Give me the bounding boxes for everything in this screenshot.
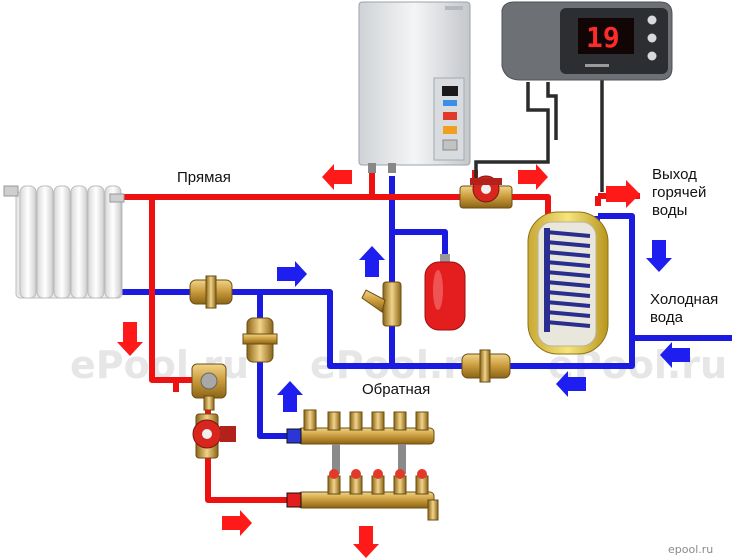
y-strainer [361, 281, 402, 327]
check-valve-bypass [242, 317, 278, 363]
arrow-down-cold-icon [646, 240, 672, 272]
thermostat-set-button [647, 33, 657, 43]
arrow-up-bypass-icon [277, 381, 303, 412]
label-hot-out-2: горячей [652, 184, 706, 201]
thermostat-display-value: 19 [586, 21, 620, 54]
arrow-right-hot-icon [606, 180, 640, 208]
label-return: Обратная [362, 381, 430, 398]
thermostat-up-button [647, 15, 657, 25]
label-hot-out-3: воды [652, 202, 687, 219]
radiator [3, 185, 125, 299]
arrow-right-supply-icon [518, 164, 548, 190]
arrow-down-left-icon [117, 322, 143, 356]
dhw-storage-tank [527, 211, 609, 355]
manifold-supply [286, 469, 439, 521]
label-hot-out-1: Выход [652, 166, 697, 183]
check-valve-return [189, 275, 233, 309]
arrow-down-floor-icon [353, 526, 379, 558]
manifold-return [286, 409, 435, 474]
arrow-right-return-icon [277, 261, 307, 287]
thermostat-down-button [647, 51, 657, 61]
flow-arrows [117, 164, 690, 558]
thermostat: 19 [501, 1, 673, 81]
label-cold-in-2: вода [650, 309, 684, 326]
circulation-pump-top [459, 175, 513, 209]
arrow-left-return-icon [556, 371, 586, 397]
thermostat-display [578, 18, 634, 54]
arrow-up-return-icon [359, 246, 385, 277]
mixing-valve [191, 363, 227, 411]
label-supply: Прямая [177, 169, 231, 186]
watermark-corner: epool.ru [668, 543, 713, 556]
arrow-left-cold-icon [660, 342, 690, 368]
circulation-pump-floor [192, 413, 236, 459]
check-valve-return-main [461, 349, 511, 383]
electric-boiler [358, 1, 471, 173]
arrow-left-supply-icon [322, 164, 352, 190]
label-cold-in-1: Холодная [650, 291, 718, 308]
arrow-right-floor-icon [222, 510, 252, 536]
thermostat-cables [474, 80, 604, 192]
expansion-tank [424, 254, 466, 331]
